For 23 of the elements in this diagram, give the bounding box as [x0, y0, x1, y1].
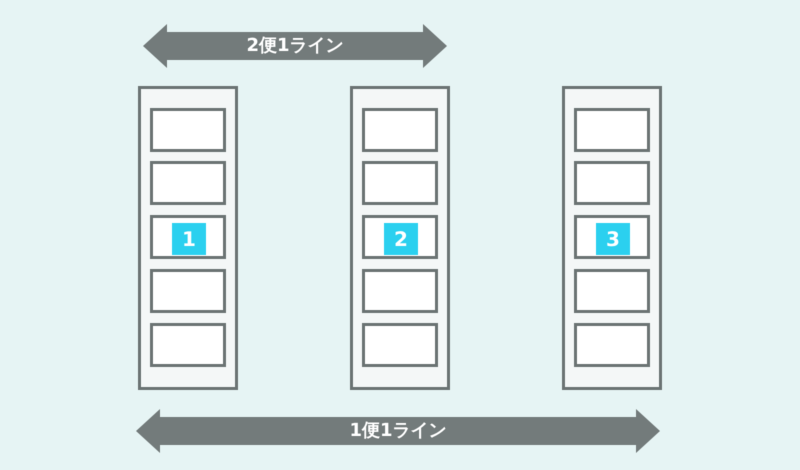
arrow-label: 1便1ライン [350, 420, 447, 442]
slot-box [362, 161, 438, 205]
slot-box [362, 108, 438, 152]
arrow-label: 2便1ライン [246, 35, 344, 57]
slot-box [150, 161, 226, 205]
slot-box [362, 215, 438, 259]
rack-box [350, 86, 450, 390]
slot-box [150, 215, 226, 259]
slot-box [150, 323, 226, 367]
slot-box [362, 323, 438, 367]
slot-box [150, 108, 226, 152]
slot-box [574, 161, 650, 205]
rack-box [138, 86, 238, 390]
rack-box [562, 86, 662, 390]
slot-box [574, 108, 650, 152]
number-badge: 2 [384, 223, 418, 255]
slot-box [362, 269, 438, 313]
slot-box [574, 323, 650, 367]
number-badge: 1 [172, 223, 206, 255]
number-badge: 3 [596, 223, 630, 255]
slot-box [150, 269, 226, 313]
slot-box [574, 269, 650, 313]
slot-box [574, 215, 650, 259]
